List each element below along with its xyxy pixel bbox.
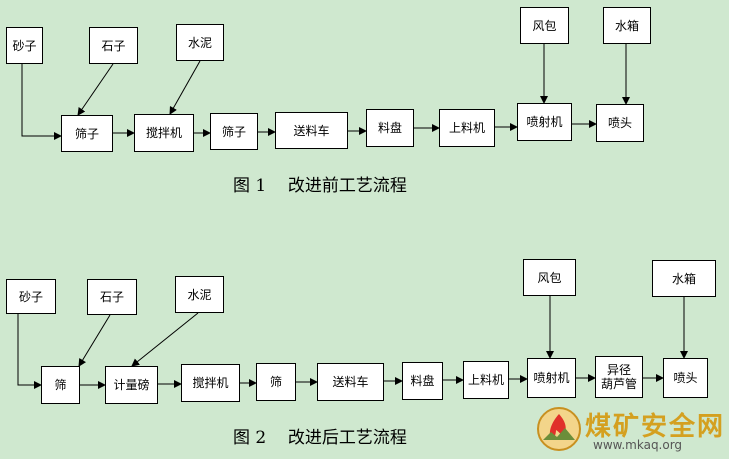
watermark-title: 煤矿安全网 bbox=[585, 412, 726, 442]
f2-box-cement: 水泥 bbox=[175, 276, 224, 313]
f2-box-mixer: 搅拌机 bbox=[181, 364, 240, 402]
f2-box-meter: 计量磅 bbox=[105, 366, 158, 404]
f2-box-sand: 砂子 bbox=[6, 279, 56, 314]
f1-box-cement: 水泥 bbox=[176, 24, 224, 61]
f1-box-mixer: 搅拌机 bbox=[134, 114, 194, 152]
f1-box-sieve2: 筛子 bbox=[210, 113, 258, 150]
arrow-f2-sand-to-sieve bbox=[17, 314, 42, 389]
f2-box-sieve2: 筛 bbox=[256, 363, 296, 401]
f2-caption: 图 2 改进后工艺流程 bbox=[233, 428, 407, 448]
arrow-f2-cement-to-meter bbox=[131, 312, 199, 367]
f2-box-stone: 石子 bbox=[87, 279, 137, 315]
f1-box-sand: 砂子 bbox=[6, 27, 43, 64]
f1-box-air: 风包 bbox=[520, 7, 569, 44]
f2-box-water: 水箱 bbox=[652, 260, 716, 297]
watermark-url: www.mkaq.org bbox=[593, 438, 683, 452]
arrow-f1-cement-to-mixer bbox=[169, 60, 201, 115]
f1-box-sieve: 筛子 bbox=[61, 115, 113, 152]
arrow-f1-sand-to-sieve bbox=[21, 64, 62, 140]
arrow-f2-stone-to-sieve bbox=[78, 314, 111, 367]
f2-box-reducer: 异径 葫芦管 bbox=[595, 356, 643, 398]
f1-box-water: 水箱 bbox=[603, 7, 651, 44]
f2-box-conveyor: 送料车 bbox=[317, 363, 384, 401]
f2-box-sieve: 筛 bbox=[41, 366, 80, 404]
f2-box-sprayer: 喷射机 bbox=[527, 358, 576, 398]
f2-box-nozzle: 喷头 bbox=[663, 358, 708, 398]
f1-box-nozzle: 喷头 bbox=[596, 104, 644, 142]
f1-box-tray: 料盘 bbox=[366, 109, 414, 147]
f2-box-tray: 料盘 bbox=[402, 362, 443, 400]
f1-caption: 图 1 改进前工艺流程 bbox=[233, 176, 407, 196]
f2-box-air: 风包 bbox=[523, 259, 576, 296]
arrow-f1-stone-to-sieve bbox=[77, 63, 114, 116]
flame-icon bbox=[537, 407, 581, 451]
f1-box-conveyor: 送料车 bbox=[275, 112, 348, 149]
f1-box-stone: 石子 bbox=[89, 27, 138, 64]
f1-box-loader: 上料机 bbox=[439, 109, 495, 147]
f2-box-loader: 上料机 bbox=[463, 361, 509, 399]
f1-box-sprayer: 喷射机 bbox=[517, 103, 572, 141]
watermark-logo: 煤矿安全网 www.mkaq.org bbox=[535, 404, 725, 454]
